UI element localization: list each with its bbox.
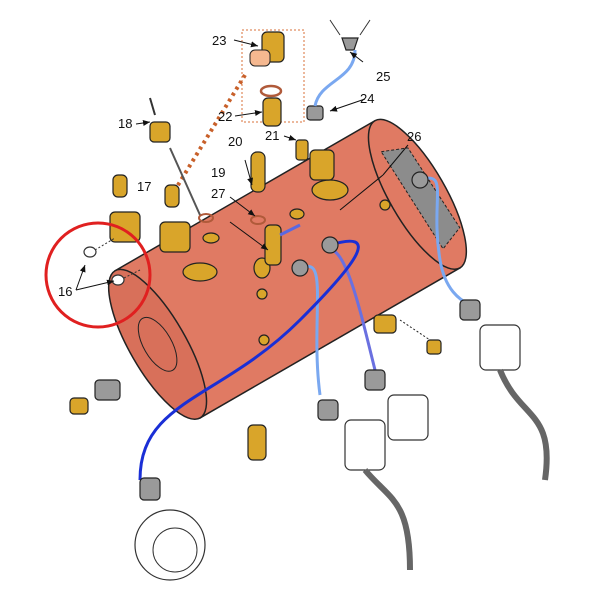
part-18-probe-tip (149, 97, 156, 116)
label-25: 25 (376, 69, 390, 84)
part-20-valve (250, 151, 266, 193)
pressure-gauge (134, 509, 206, 581)
label-23: 23 (212, 33, 226, 48)
label-27: 27 (211, 186, 225, 201)
leader-lines (75, 39, 409, 291)
hose-nuts (139, 171, 481, 501)
label-19: 19 (211, 165, 225, 180)
dotted-link-line (173, 73, 247, 192)
tee-fitting-mid (159, 221, 191, 253)
part-25-fitting (341, 37, 359, 51)
boiler-ports (182, 179, 391, 346)
label-20: 20 (228, 134, 242, 149)
label-17: 17 (137, 179, 151, 194)
hose-right (419, 176, 471, 307)
label-21: 21 (265, 128, 279, 143)
hose-gauge (138, 239, 360, 481)
valves (134, 324, 550, 581)
bottom-fitting (247, 424, 267, 461)
part-27-fitting (264, 224, 282, 266)
part-16-cap-a (83, 246, 97, 258)
label-22: 22 (218, 109, 232, 124)
part-18-probe-rod (169, 147, 201, 216)
part-oring (259, 84, 283, 98)
side-valve (94, 379, 121, 401)
label-18: 18 (118, 116, 132, 131)
label-26: 26 (407, 129, 421, 144)
highlight-circle-part-16 (44, 221, 152, 329)
part-21-fitting (295, 139, 309, 161)
part-19-gasket (250, 215, 266, 225)
boiler-tank (107, 118, 468, 421)
part-17-nipple-b (164, 184, 180, 208)
part-18-probe-nut (149, 121, 171, 143)
part-24-nut (306, 105, 324, 121)
hose-25 (313, 49, 357, 107)
part-22-fitting (262, 97, 282, 127)
part-17-nipple-a (112, 174, 128, 198)
label-24: 24 (360, 91, 374, 106)
part-23-fitting (249, 31, 285, 67)
part-16-cap-b (111, 274, 125, 286)
label-16: 16 (58, 284, 72, 299)
hose-mid-a (299, 265, 322, 396)
tee-fitting (309, 149, 335, 181)
